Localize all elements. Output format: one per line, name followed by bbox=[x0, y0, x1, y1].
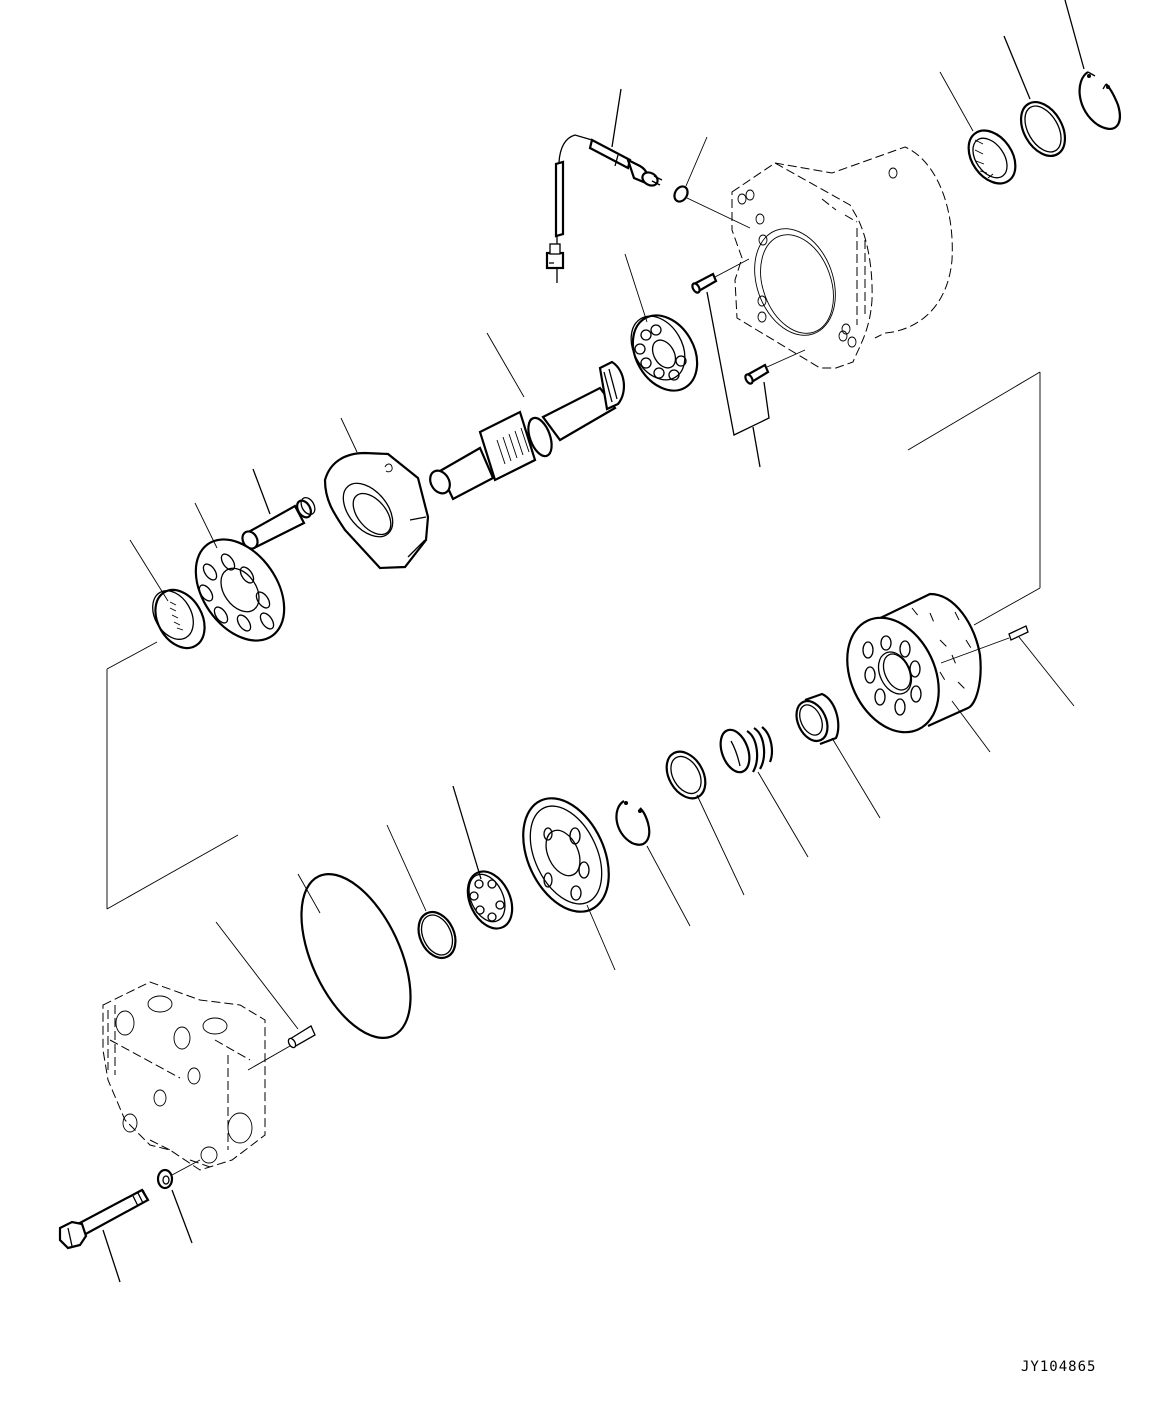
washer bbox=[156, 1159, 201, 1244]
motor-housing bbox=[731, 146, 953, 369]
spring bbox=[719, 726, 809, 858]
pin-cylinder bbox=[940, 625, 1075, 707]
swash-plate bbox=[323, 417, 430, 570]
o-ring-small bbox=[673, 136, 751, 229]
retainer-plate bbox=[194, 502, 286, 642]
speed-sensor-harness bbox=[545, 88, 663, 283]
snap-ring-top bbox=[1064, 0, 1121, 130]
bolt bbox=[58, 1188, 150, 1283]
guide-pin bbox=[241, 468, 316, 550]
dowel-pin-cover bbox=[215, 921, 316, 1071]
ring-small bbox=[386, 824, 457, 960]
snap-ring-mid bbox=[615, 800, 691, 927]
o-ring-large bbox=[297, 873, 412, 1039]
retaining-ring-large bbox=[1003, 35, 1067, 157]
oil-seal bbox=[939, 71, 1017, 185]
figure-id-label: JY104865 bbox=[1021, 1359, 1097, 1375]
spherical-bushing bbox=[795, 692, 881, 819]
drive-shaft bbox=[429, 332, 626, 501]
end-cover bbox=[102, 981, 266, 1171]
spacer-ring bbox=[665, 750, 745, 896]
group-bracket-left bbox=[106, 641, 239, 910]
ball-bearing-rear bbox=[452, 785, 514, 930]
valve-plate bbox=[522, 797, 616, 971]
cylinder-block bbox=[846, 371, 1041, 753]
dowel-pins-housing bbox=[691, 258, 806, 468]
roller-bearing bbox=[129, 539, 206, 650]
ball-bearing-front bbox=[624, 253, 699, 392]
